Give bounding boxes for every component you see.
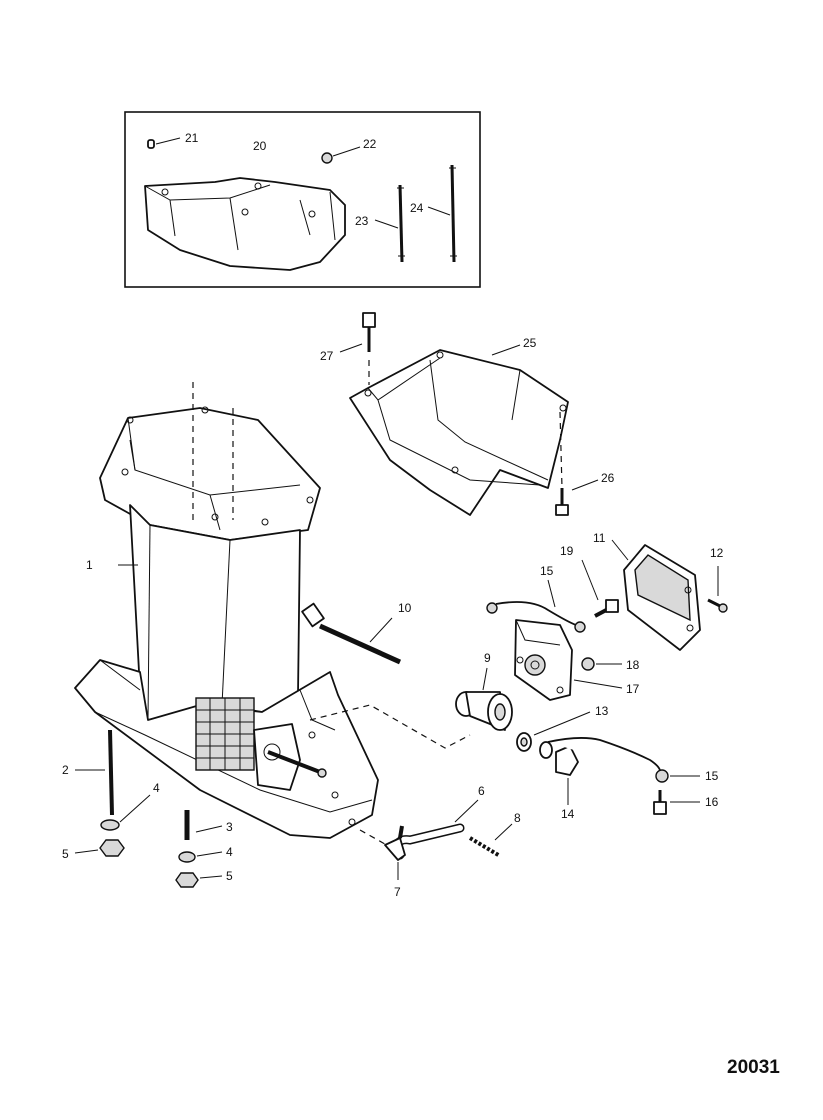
part-8-screw bbox=[468, 823, 513, 858]
bracket-bolt bbox=[267, 750, 327, 778]
callout-19: 19 bbox=[560, 544, 574, 558]
part-2-stud bbox=[75, 729, 114, 816]
callout-4-left: 4 bbox=[153, 781, 160, 795]
callout-8: 8 bbox=[514, 811, 521, 825]
callout-5-center: 5 bbox=[226, 869, 233, 883]
callout-27: 27 bbox=[320, 349, 334, 363]
callout-25: 25 bbox=[523, 336, 537, 350]
part-26-bolt bbox=[555, 411, 599, 516]
callout-20: 20 bbox=[253, 139, 267, 153]
part-17-bracket bbox=[514, 619, 623, 701]
callout-1: 1 bbox=[86, 558, 93, 572]
callout-24: 24 bbox=[410, 201, 424, 215]
part-15-ground-strap-lower bbox=[547, 737, 700, 783]
part-13-washer bbox=[516, 711, 591, 752]
water-screen-grid bbox=[196, 698, 254, 770]
part-14-nut bbox=[539, 741, 579, 805]
part-7-fitting bbox=[359, 825, 406, 880]
callout-11: 11 bbox=[593, 531, 606, 545]
callout-4-center: 4 bbox=[226, 845, 233, 859]
callout-21: 21 bbox=[185, 131, 199, 145]
callout-10: 10 bbox=[398, 601, 412, 615]
part-16-bolt bbox=[653, 790, 700, 815]
part-1-driveshaft-housing bbox=[74, 382, 379, 839]
part-11-plate bbox=[611, 539, 701, 651]
part-27-bolt bbox=[339, 312, 376, 385]
callout-14: 14 bbox=[561, 807, 575, 821]
callout-23: 23 bbox=[355, 214, 369, 228]
callout-6: 6 bbox=[478, 784, 485, 798]
part-19-bolt bbox=[581, 559, 619, 618]
callout-2: 2 bbox=[62, 763, 69, 777]
callout-12: 12 bbox=[710, 546, 724, 560]
callout-15-lower: 15 bbox=[705, 769, 719, 783]
part-12-screw bbox=[707, 566, 728, 613]
callout-15-upper: 15 bbox=[540, 564, 554, 578]
callout-7: 7 bbox=[394, 885, 401, 899]
inset-box bbox=[124, 111, 481, 288]
part-24-stud bbox=[427, 164, 457, 263]
callout-16: 16 bbox=[705, 795, 719, 809]
part-10-bolt bbox=[301, 602, 402, 665]
callout-13: 13 bbox=[595, 704, 609, 718]
figure-number: 20031 bbox=[727, 1057, 780, 1078]
part-15-ground-strap-upper bbox=[486, 579, 586, 633]
part-9-mount bbox=[455, 667, 513, 731]
callout-3: 3 bbox=[226, 820, 233, 834]
callout-17: 17 bbox=[626, 682, 640, 696]
part-3-stud bbox=[184, 810, 223, 840]
part-5-nut-left bbox=[74, 839, 125, 857]
part-20-housing bbox=[144, 177, 346, 271]
part-18-nut bbox=[581, 657, 622, 671]
callout-26: 26 bbox=[601, 471, 615, 485]
callout-22: 22 bbox=[363, 137, 377, 151]
part-5-nut-center bbox=[175, 872, 223, 888]
part-4-washer-center bbox=[178, 851, 223, 863]
part-4-washer-left bbox=[100, 794, 151, 831]
part-6-hose bbox=[391, 799, 479, 860]
callout-9: 9 bbox=[484, 651, 491, 665]
part-22-nut bbox=[321, 146, 361, 164]
callout-18: 18 bbox=[626, 658, 640, 672]
part-21-pin bbox=[147, 137, 181, 149]
callout-5-left: 5 bbox=[62, 847, 69, 861]
part-25-cover bbox=[349, 344, 569, 516]
part-23-stud bbox=[374, 184, 405, 263]
